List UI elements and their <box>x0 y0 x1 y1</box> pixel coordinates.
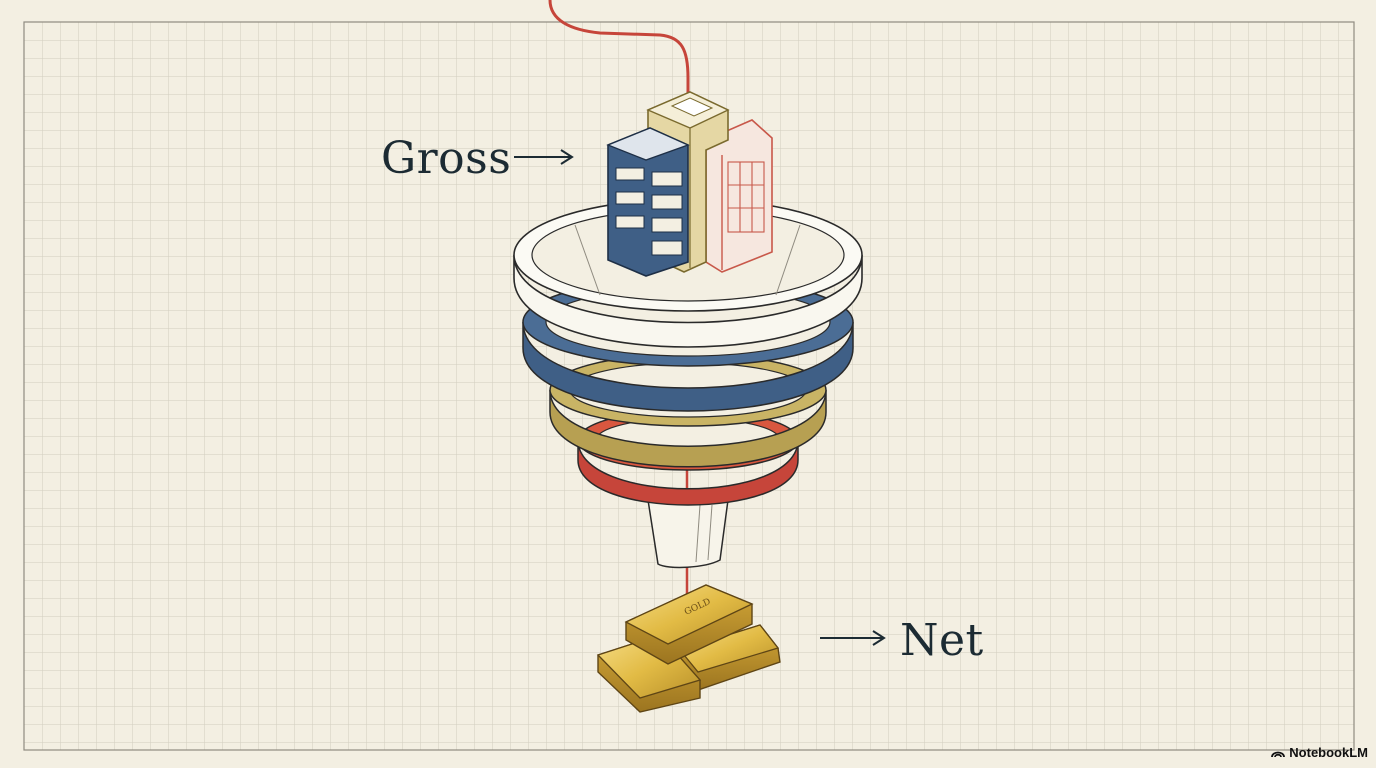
net-arrow <box>820 630 886 646</box>
gold-bars-illustration: GOLD <box>596 584 781 713</box>
gross-arrow <box>514 149 574 165</box>
funnel-spout <box>647 499 729 569</box>
building-illustration <box>606 91 773 277</box>
gross-label: Gross <box>381 133 512 184</box>
flow-line <box>548 0 690 128</box>
net-label: Net <box>900 615 984 666</box>
watermark: NotebookLM <box>1271 745 1368 760</box>
notebooklm-logo-icon <box>1271 751 1286 757</box>
watermark-text: NotebookLM <box>1289 745 1368 760</box>
